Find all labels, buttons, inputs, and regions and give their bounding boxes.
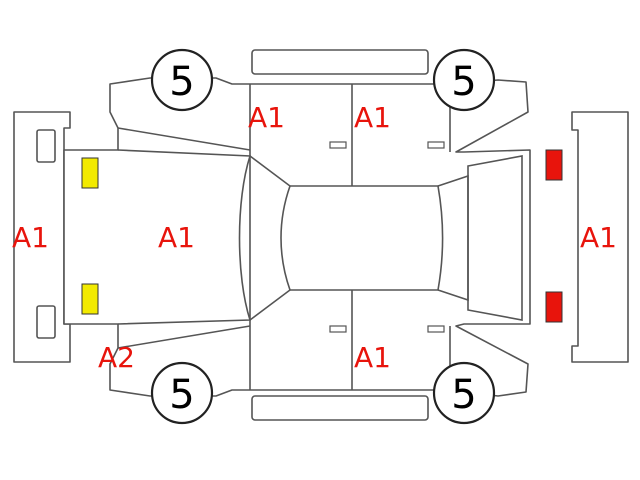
roof xyxy=(290,185,444,291)
front-lamp-top xyxy=(81,157,99,189)
front-bumper-vent-top xyxy=(36,129,56,163)
wheel-rear-right: 5 xyxy=(432,361,496,425)
rear-bumper-code: A1 xyxy=(580,221,617,254)
wheel-front-left: 5 xyxy=(150,48,214,112)
left-rear-door-handle xyxy=(427,141,445,149)
front-bumper-code: A1 xyxy=(12,221,49,254)
rear-bumper xyxy=(571,111,629,363)
right-front-door-handle xyxy=(329,325,347,333)
rear-lamp-bottom xyxy=(545,291,563,323)
wheel-front-right: 5 xyxy=(150,361,214,425)
wheel-front-right-score: 5 xyxy=(169,372,194,418)
wheel-rear-left-score: 5 xyxy=(451,59,476,105)
windshield xyxy=(249,155,291,321)
hood-outline xyxy=(117,149,251,325)
left-front-door-handle xyxy=(329,141,347,149)
rear-right-door-code: A1 xyxy=(354,341,391,374)
wheel-rear-left: 5 xyxy=(432,48,496,112)
car-body xyxy=(63,77,531,397)
right-rear-door-handle xyxy=(427,325,445,333)
wheel-rear-right-score: 5 xyxy=(451,372,476,418)
left-side-skirt xyxy=(251,49,429,75)
hood-code: A1 xyxy=(158,221,195,254)
wheel-front-left-score: 5 xyxy=(169,59,194,105)
right-side-skirt xyxy=(251,395,429,421)
rear-lamp-top xyxy=(545,149,563,181)
front-left-door-code: A1 xyxy=(248,101,285,134)
trunk-lid xyxy=(467,155,523,321)
front-bumper-vent-bottom xyxy=(36,305,56,339)
front-right-fender-code: A2 xyxy=(98,341,135,374)
rear-left-door-code: A1 xyxy=(354,101,391,134)
front-lamp-bottom xyxy=(81,283,99,315)
windshield-front-curve xyxy=(238,155,251,321)
